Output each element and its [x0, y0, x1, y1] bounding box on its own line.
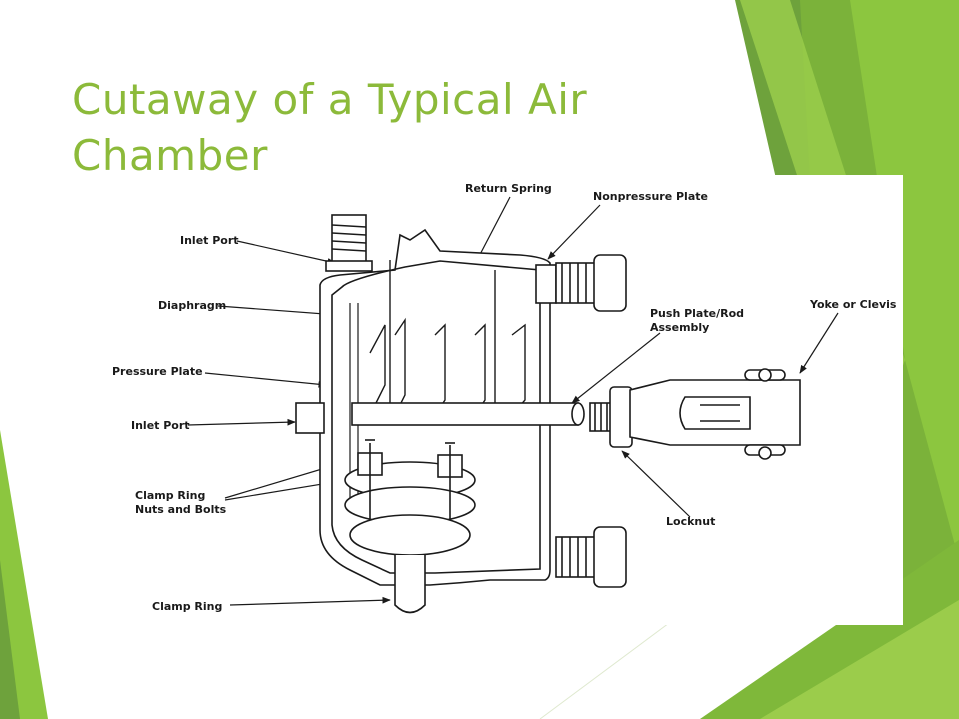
mounting-stud-bottom — [555, 526, 627, 588]
clamp-ring-assembly — [344, 439, 476, 614]
leader-clamp-ring — [229, 596, 391, 606]
title-line-2: Chamber — [72, 131, 268, 180]
air-chamber-diagram: Return Spring Nonpressure Plate Inlet Po… — [112, 182, 897, 614]
label-nonpressure-plate: Nonpressure Plate — [593, 190, 708, 203]
leader-locknut — [621, 450, 691, 518]
mounting-stud-top — [555, 254, 627, 312]
label-yoke: Yoke or Clevis — [809, 298, 897, 311]
page-title: Cutaway of a Typical Air Chamber — [72, 72, 672, 184]
nonpressure-flange — [535, 264, 557, 304]
push-rod-end — [571, 402, 585, 426]
air-chamber-figure: Return Spring Nonpressure Plate Inlet Po… — [100, 175, 903, 625]
bottom-right-decor-light — [760, 600, 959, 719]
inlet-port-top-fitting — [325, 214, 373, 272]
label-push-plate-2: Assembly — [650, 321, 709, 334]
label-inlet-port-side: Inlet Port — [131, 419, 190, 432]
title-line-1: Cutaway of a Typical Air — [72, 75, 588, 124]
right-decor-light — [850, 0, 959, 560]
label-inlet-port-top: Inlet Port — [180, 234, 239, 247]
leader-nonpressure-plate — [547, 204, 601, 260]
left-decor — [0, 430, 48, 719]
label-clamp-nuts-2: Nuts and Bolts — [135, 503, 227, 516]
label-return-spring: Return Spring — [465, 182, 552, 195]
label-clamp-nuts-1: Clamp Ring — [135, 489, 205, 502]
inlet-port-side-fitting — [295, 402, 325, 434]
leader-inlet-port-top — [236, 240, 336, 265]
leader-diaphragm — [217, 305, 339, 318]
leader-pressure-plate — [204, 372, 327, 388]
label-clamp-ring: Clamp Ring — [152, 600, 222, 613]
leader-yoke — [799, 312, 839, 374]
label-push-plate-1: Push Plate/Rod — [650, 307, 744, 320]
leader-push-plate — [571, 332, 661, 404]
label-pressure-plate: Pressure Plate — [112, 365, 203, 378]
left-decor-dark — [0, 560, 20, 719]
label-locknut: Locknut — [666, 515, 715, 528]
air-chamber-drawing — [295, 214, 801, 614]
label-diaphragm: Diaphragm — [158, 299, 226, 312]
yoke-clevis — [629, 368, 801, 460]
locknut-assembly — [589, 386, 633, 448]
push-rod — [351, 402, 579, 426]
leader-inlet-port-side — [187, 418, 296, 426]
